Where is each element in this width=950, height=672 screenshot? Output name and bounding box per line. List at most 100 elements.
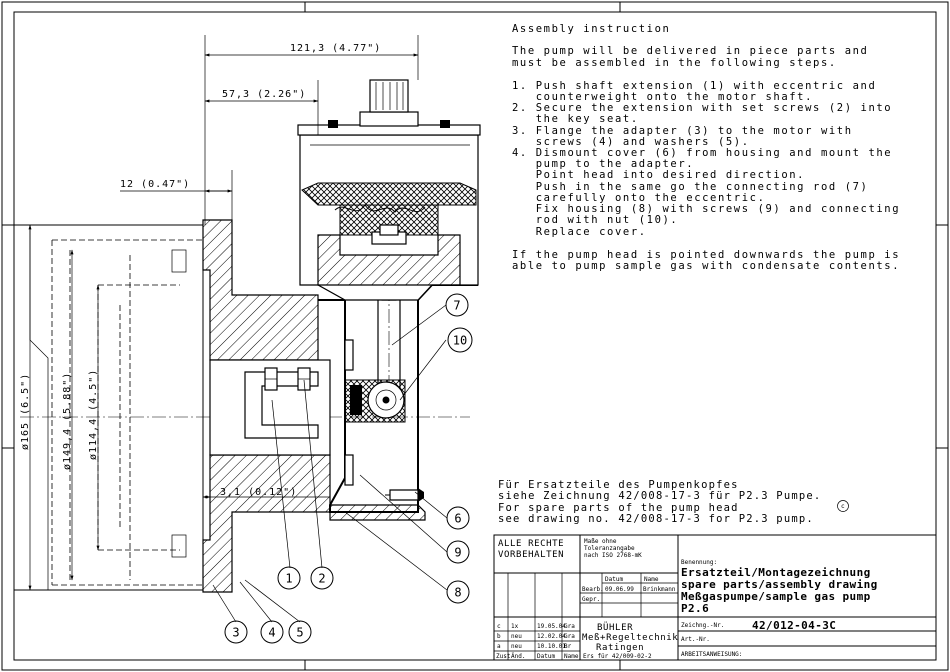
spare-note-line: Für Ersatzteile des Pumpenkopfes — [498, 479, 739, 491]
revision-change: neu — [511, 633, 522, 640]
article-number-label: Art.-Nr. — [681, 636, 710, 643]
instruction-step-line: carefully onto the eccentric. — [512, 192, 766, 204]
dimension-label-12: 12 (0.47") — [120, 179, 190, 190]
bearb-label: Bearb. — [582, 586, 604, 593]
part-balloons: 7 10 6 9 8 1 2 3 4 5 — [224, 293, 473, 644]
revision-name: Gra — [564, 623, 575, 630]
part-balloon-label: 5 — [296, 626, 303, 640]
instruction-step-line: Replace cover. — [512, 226, 647, 238]
drawing-title-line: spare parts/assembly drawing — [681, 578, 878, 591]
revision-state: a — [497, 643, 501, 650]
dimension-label-165: ø165 (6.5") — [20, 373, 31, 450]
instruction-step-line: Point head into desired direction. — [512, 169, 805, 181]
part-balloon — [260, 620, 284, 644]
spare-note-line: see drawing no. 42/008-17-3 for P2.3 pum… — [498, 513, 814, 525]
revision-date: 19.05.04 — [537, 623, 566, 630]
part-balloon-label: 4 — [268, 626, 275, 640]
part-balloon — [447, 327, 473, 353]
bearb-name: Brinkmann — [643, 586, 676, 593]
revision-date: 10.10.01 — [537, 643, 566, 650]
counterweight — [350, 385, 362, 415]
part-balloon — [445, 293, 469, 317]
part-balloon — [446, 580, 470, 604]
rights-reserved-line: ALLE RECHTE — [498, 539, 564, 549]
revision-header: Änd. — [511, 653, 525, 660]
dimension-label-114-4: ø114,4 (4.5") — [88, 369, 99, 460]
dimension-label-149-4: ø149,4 (5.88") — [62, 372, 73, 470]
revision-change: neu — [511, 643, 522, 650]
shaft-extension — [244, 371, 319, 439]
company-line: Meß+Regeltechnik — [582, 633, 678, 643]
name-column-header: Name — [644, 576, 659, 583]
assembly-instructions: Assembly instruction The pump will be de… — [512, 23, 900, 272]
rights-reserved-line: VORBEHALTEN — [498, 550, 564, 560]
instruction-step-line: pump to the adapter. — [512, 158, 694, 170]
drawing-title-line: Meßgaspumpe/sample gas pump — [681, 590, 871, 603]
motor-bolt — [171, 534, 187, 558]
dimensions: 121,3 (4.77") 57,3 (2.26") 12 (0.47") 3,… — [20, 35, 419, 591]
instruction-step-line: screws (4) and washers (5). — [512, 136, 750, 148]
part-balloon-label: 3 — [232, 626, 239, 640]
copyright-letter: c — [841, 503, 845, 510]
dimension-label-3-1: 3,1 (0.12") — [220, 487, 297, 498]
part-balloon-label: 9 — [454, 546, 461, 560]
part-balloon — [310, 566, 334, 590]
part-balloon — [277, 566, 301, 590]
datum-column-header: Datum — [605, 576, 623, 583]
revision-header: Name — [564, 653, 579, 660]
part-balloon — [446, 506, 470, 530]
drawing-number-label: Zeichng.-Nr. — [681, 622, 724, 629]
instructions-intro-line: must be assembled in the following steps… — [512, 57, 837, 69]
adapter-flange-bottom — [202, 454, 331, 593]
benennung-label: Benennung: — [681, 559, 717, 566]
instruction-step-line: rod with nut (10). — [512, 214, 678, 226]
part-balloon — [288, 620, 312, 644]
revision-name: Gra — [564, 633, 575, 640]
tolerance-note-line: nach ISO 2768-mK — [584, 552, 642, 559]
pump-head-gasket — [301, 182, 477, 206]
instructions-note-line: able to pump sample gas with condensate … — [512, 260, 900, 272]
revision-state: b — [497, 633, 501, 640]
part-balloon-label: 2 — [318, 572, 325, 586]
instruction-step-line: 4. Dismount cover (6) from housing and m… — [512, 147, 892, 159]
motor-bolt — [171, 249, 187, 273]
dimension-label-121-3: 121,3 (4.77") — [290, 43, 381, 54]
tolerance-note-line: Toleranzangabe — [584, 545, 635, 552]
part-balloon-label: 1 — [285, 572, 292, 586]
copyright-symbol — [837, 500, 849, 512]
revision-change: 1x — [511, 623, 519, 630]
instruction-step-line: counterweight onto the motor shaft. — [512, 91, 813, 103]
part-balloon-label: 10 — [453, 334, 467, 348]
revision-date: 12.02.04 — [537, 633, 566, 640]
pump-assembly-drawing — [14, 79, 481, 593]
revision-header: Zust — [496, 653, 511, 660]
title-block: ALLE RECHTE VORBEHALTEN Maße ohne Tolera… — [493, 534, 937, 661]
instruction-step-line: 3. Flange the adapter (3) to the motor w… — [512, 125, 853, 137]
company-city: Ratingen — [596, 643, 644, 653]
drawing-title-line: P2.6 — [681, 602, 709, 615]
part-balloon — [224, 620, 248, 644]
instructions-intro-line: The pump will be delivered in piece part… — [512, 45, 868, 57]
gepr-label: Gepr. — [582, 596, 600, 603]
leader-lines — [212, 304, 448, 623]
motor-flange-edge — [29, 225, 49, 590]
revision-state: c — [497, 623, 501, 630]
spare-parts-note: Für Ersatzteile des Pumpenkopfes siehe Z… — [498, 479, 849, 525]
drawing-title-line: Ersatzteil/Montagezeichnung — [681, 566, 871, 579]
drawing-number: 42/012-04-3C — [752, 619, 836, 632]
revision-header: Datum — [537, 653, 555, 660]
instruction-step-line: Push in the same go the connecting rod (… — [512, 181, 868, 193]
instructions-title: Assembly instruction — [512, 23, 670, 35]
company-name: BÜHLER — [597, 622, 633, 633]
part-balloon — [446, 540, 470, 564]
bearb-date: 09.06.99 — [605, 586, 634, 593]
instruction-step-line: 2. Secure the extension with set screws … — [512, 102, 892, 114]
revision-name: Br — [564, 643, 572, 650]
spare-note-line: For spare parts of the pump head — [498, 502, 739, 514]
instruction-step-line: the key seat. — [512, 113, 639, 125]
instruction-step-line: 1. Push shaft extension (1) with eccentr… — [512, 80, 876, 92]
dimension-label-57-3: 57,3 (2.26") — [222, 89, 306, 100]
replaces-drawing: Ers für 42/009-02-2 — [583, 653, 652, 660]
